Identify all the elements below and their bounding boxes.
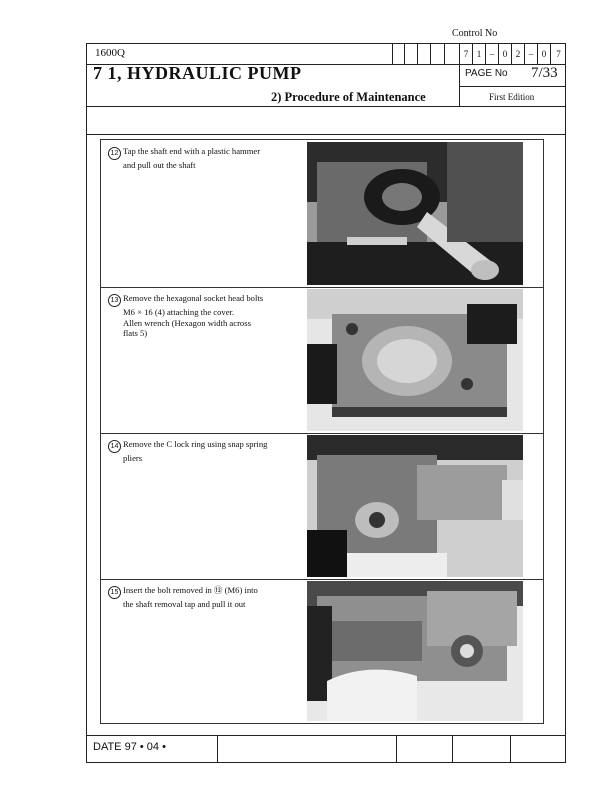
step-number-badge: 13 (108, 294, 121, 307)
step-number-badge: 15 (108, 586, 121, 599)
control-no-label: Control No (452, 28, 498, 39)
page-number: 7/33 (531, 65, 558, 81)
photo-c-lock-ring (307, 435, 523, 577)
document-frame: 1600Q 7 1 – 0 2 – 0 7 7 1, HYDRAULIC PUM… (86, 43, 566, 763)
photo-pump-cover-bolts (307, 289, 523, 431)
control-digit: – (524, 44, 537, 64)
control-digit: – (485, 44, 498, 64)
step-number-badge: 14 (108, 440, 121, 453)
step-text-line: Remove the hexagonal socket head bolts (123, 293, 264, 303)
control-digit: 7 (459, 44, 472, 64)
step-text-line: pliers (123, 453, 143, 463)
control-digit: 1 (472, 44, 485, 64)
step-text-line: Remove the C lock ring using snap spring (123, 439, 268, 449)
step-text-line: flats 5) (123, 328, 148, 339)
control-digit: 7 (550, 44, 566, 64)
step-text-line: and pull out the shaft (123, 160, 196, 170)
date-row: DATE 97 • 04 • (86, 735, 566, 762)
control-digit: 0 (537, 44, 550, 64)
model-number: 1600Q (95, 47, 125, 59)
photo-shaft-removal-tap (307, 581, 523, 721)
control-digit: 2 (511, 44, 524, 64)
photo-pump-shaft-hammer (307, 142, 523, 285)
page-number-label: PAGE No (465, 68, 508, 79)
revision-date: DATE 97 • 04 • (93, 741, 166, 753)
step-text-line: Allen wrench (Hexagon width across (123, 317, 251, 328)
step-number-badge: 12 (108, 147, 121, 160)
step-text-line: Insert the bolt removed in ⑬ (M6) into (123, 585, 258, 595)
edition-label: First Edition (489, 92, 535, 102)
step-text-line: Tap the shaft end with a plastic hammer (123, 146, 261, 156)
section-subtitle: 2) Procedure of Maintenance (271, 90, 426, 104)
page-title: 7 1, HYDRAULIC PUMP (93, 63, 302, 83)
control-digit: 0 (498, 44, 511, 64)
step-text-line: M6 × 16 (4) attaching the cover. (123, 307, 235, 317)
step-text-line: the shaft removal tap and pull it out (123, 599, 246, 609)
